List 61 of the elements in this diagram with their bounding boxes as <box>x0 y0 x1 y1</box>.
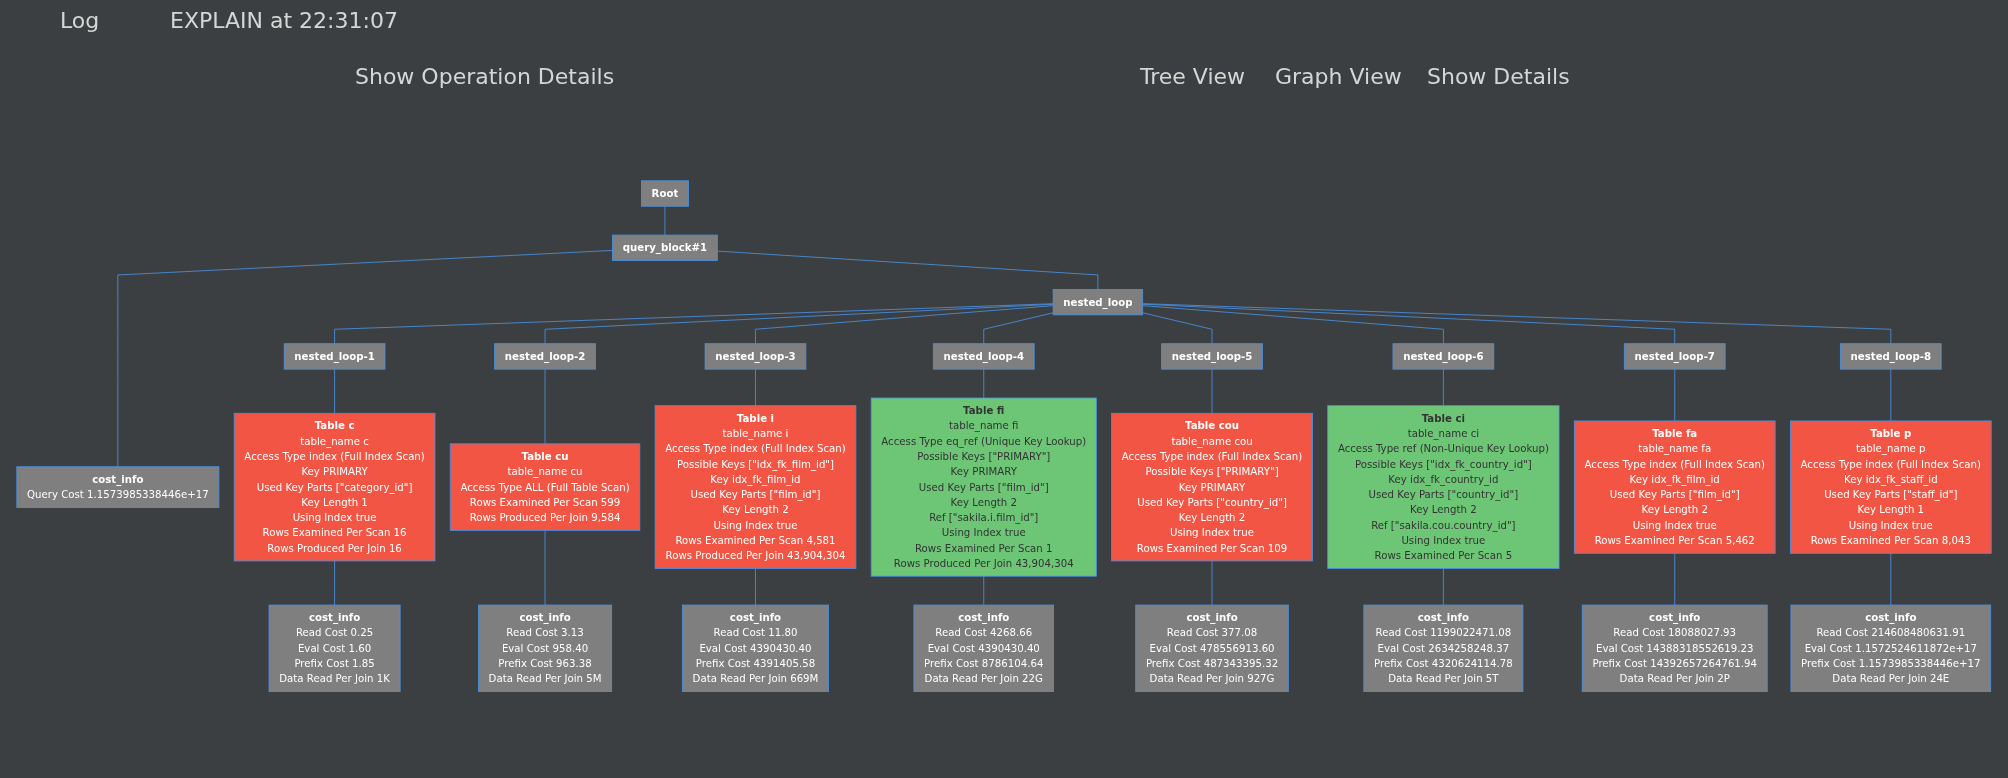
node-box: query_block#1 <box>612 234 718 261</box>
option-label: Graph View <box>1275 64 1402 89</box>
node-box: cost_info Read Cost 0.25 Eval Cost 1.60 Prefix Cost 1.85 Data Read Per Join 1K <box>268 604 401 692</box>
connector <box>334 303 1054 344</box>
node-box: cost_info Read Cost 4268.66 Eval Cost 4390430.40 Prefix Cost 8786104.64 Data Read Per Join 22G <box>913 604 1054 692</box>
connector <box>1211 560 1213 606</box>
node-box: nested_loop-4 <box>932 343 1035 370</box>
node-box: cost_info Read Cost 3.13 Eval Cost 958.40 Prefix Cost 963.38 Data Read Per Join 5M <box>478 604 613 692</box>
tab-label: EXPLAIN at 22:31:07 <box>170 8 398 33</box>
option-label: Show Details <box>1427 64 1570 89</box>
connector <box>716 250 1099 290</box>
connector <box>1890 552 1892 606</box>
connector <box>983 575 985 606</box>
node-box: nested_loop <box>1052 288 1144 316</box>
node-box: Table i table_name i Access Type index (Full Index Scan) Possible Keys ["idx_fk_film_id"] Key idx_fk_film_id Used Key Parts ["film_id"] Key Length 2 Using Index true Rows Examined Per Scan 4,581 Rows Produced Per Join 43,904,304 <box>654 405 857 569</box>
connector <box>334 560 335 606</box>
connector <box>1442 368 1444 406</box>
node-box: cost_info Read Cost 11.80 Eval Cost 4390430.40 Prefix Cost 4391405.58 Data Read Per Join 669M <box>681 604 829 692</box>
connector <box>983 312 1054 344</box>
connector <box>544 368 546 445</box>
connector <box>1890 368 1892 422</box>
node-box: cost_info Read Cost 18088027.93 Eval Cost 14388318552619.23 Prefix Cost 14392657264761.94 Data Read Per Join 2P <box>1581 604 1768 692</box>
connector <box>755 567 756 606</box>
node-box: cost_info Read Cost 1199022471.08 Eval Cost 2634258248.37 Prefix Cost 4320624114.78 Data Read Per Join 5T <box>1363 604 1524 692</box>
connector <box>1142 312 1213 344</box>
connector <box>983 368 985 399</box>
connector <box>117 249 613 467</box>
node-box: cost_info Read Cost 377.08 Eval Cost 478556913.60 Prefix Cost 487343395.32 Data Read Per Join 927G <box>1135 604 1289 692</box>
tab-label: Log <box>60 8 100 33</box>
node-box: Table p table_name p Access Type index (Full Index Scan) Key idx_fk_staff_id Used Key Parts ["staff_id"] Key Length 1 Using Index true Rows Examined Per Scan 8,043 <box>1789 420 1992 554</box>
dropdown-label: Show Operation Details <box>355 64 615 89</box>
node-box: cost_info Query Cost 1.1573985338446e+17 <box>16 466 220 508</box>
node-box: Table ci table_name ci Access Type ref (Non-Unique Key Lookup) Possible Keys ["idx_fk_country_id"] Key idx_fk_country_id Used Key Parts ["country_id"] Key Length 2 Ref ["sakila.cou.country_id"] Using Index true Rows Examined Per Scan 5 <box>1327 405 1560 569</box>
connector <box>755 368 756 406</box>
connector <box>755 305 1054 344</box>
connector <box>664 205 666 236</box>
connector <box>1211 368 1213 414</box>
connector <box>1674 368 1676 422</box>
node-box: nested_loop-3 <box>704 343 807 370</box>
node-box: Table fa table_name fa Access Type index (Full Index Scan) Key idx_fk_film_id Used Key Parts ["film_id"] Key Length 2 Using Index true Rows Examined Per Scan 5,462 <box>1573 420 1776 554</box>
node-box: Root <box>641 180 689 207</box>
node-box: nested_loop-6 <box>1392 343 1495 370</box>
connector <box>334 368 335 414</box>
node-box: nested_loop-2 <box>494 343 596 370</box>
node-box: Table cu table_name cu Access Type ALL (Full Table Scan) Rows Examined Per Scan 599 Rows Produced Per Join 9,584 <box>449 443 641 531</box>
node-box: nested_loop-5 <box>1161 343 1263 370</box>
connector <box>1674 552 1676 606</box>
option-label: Tree View <box>1140 64 1246 89</box>
connector <box>544 303 1054 344</box>
connector <box>1142 305 1444 344</box>
connector <box>1142 303 1676 344</box>
node-box: Table c table_name c Access Type index (Full Index Scan) Key PRIMARY Used Key Parts ["category_id"] Key Length 1 Using Index true Rows Examined Per Scan 16 Rows Produced Per Join 16 <box>233 412 436 562</box>
node-box: nested_loop-1 <box>283 343 386 370</box>
node-box: nested_loop-8 <box>1839 343 1942 370</box>
node-box: Table fi table_name fi Access Type eq_ref (Unique Key Lookup) Possible Keys ["PRIMARY"] Key PRIMARY Used Key Parts ["film_id"] Key Length 2 Ref ["sakila.i.film_id"] Using Index true Rows Examined Per Scan 1 Rows Produced Per Join 43,904,304 <box>870 397 1097 577</box>
node-box: Table cou table_name cou Access Type index (Full Index Scan) Possible Keys ["PRIMARY"] Key PRIMARY Used Key Parts ["country_id"] Key Length 2 Using Index true Rows Examined Per Scan 109 <box>1111 412 1313 562</box>
connector <box>1442 567 1444 606</box>
connector <box>1142 303 1892 344</box>
connector <box>544 529 546 606</box>
node-box: cost_info Read Cost 214608480631.91 Eval Cost 1.1572524611872e+17 Prefix Cost 1.1573985338446e+17 Data Read Per Join 24E <box>1790 604 1992 692</box>
node-box: nested_loop-7 <box>1623 343 1726 370</box>
